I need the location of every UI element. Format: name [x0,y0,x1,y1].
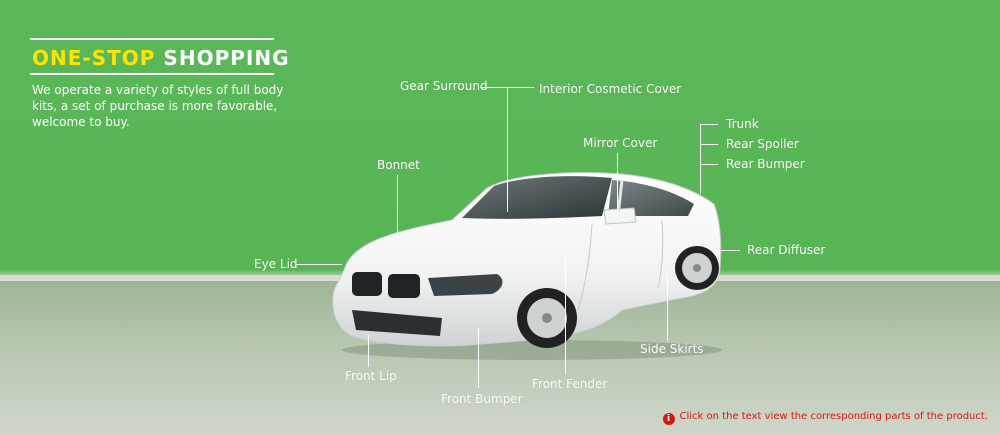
label-front-fender[interactable]: Front Fender [532,377,608,391]
label-rear-bumper[interactable]: Rear Bumper [726,157,805,171]
leader-gear-surround-v [507,87,508,212]
label-eye-lid[interactable]: Eye Lid [254,257,298,271]
label-mirror-cover[interactable]: Mirror Cover [583,136,658,150]
leader-eye-lid [296,264,342,265]
leader-rear-group [700,124,701,194]
title-rest: SHOPPING [163,46,290,70]
label-front-lip[interactable]: Front Lip [345,369,397,383]
leader-front-lip [368,335,369,367]
leader-gear-surround [480,87,508,88]
hint-text-row: i Click on the text view the correspondin… [662,411,989,425]
label-interior-cosmetic-cover[interactable]: Interior Cosmetic Cover [539,82,682,96]
leader-rear-spoiler [700,144,718,145]
description: We operate a variety of styles of full b… [32,83,284,129]
leader-trunk [700,124,718,125]
label-rear-diffuser[interactable]: Rear Diffuser [747,243,826,257]
label-rear-spoiler[interactable]: Rear Spoiler [726,137,799,151]
label-trunk[interactable]: Trunk [726,117,759,131]
hint-text: Click on the text view the corresponding… [679,411,989,422]
leader-interior-cosmetic-cover [508,87,534,88]
leader-rear-bumper [700,164,718,165]
leader-front-bumper [478,328,479,388]
page-title: ONE-STOP SHOPPING [32,46,289,70]
leader-rear-diffuser [718,250,740,251]
label-gear-surround[interactable]: Gear Surround [400,79,488,93]
leader-side-skirts [667,273,668,341]
label-front-bumper[interactable]: Front Bumper [441,392,523,406]
title-top-rule [30,38,274,40]
label-bonnet[interactable]: Bonnet [377,158,420,172]
leader-bonnet [397,175,398,243]
title-bottom-rule [30,73,274,75]
car-image [332,172,722,360]
leader-mirror-cover [617,153,618,213]
leader-front-fender [565,256,566,374]
info-icon: i [662,413,675,425]
label-side-skirts[interactable]: Side Skirts [640,342,704,356]
title-highlight: ONE-STOP [32,46,156,70]
